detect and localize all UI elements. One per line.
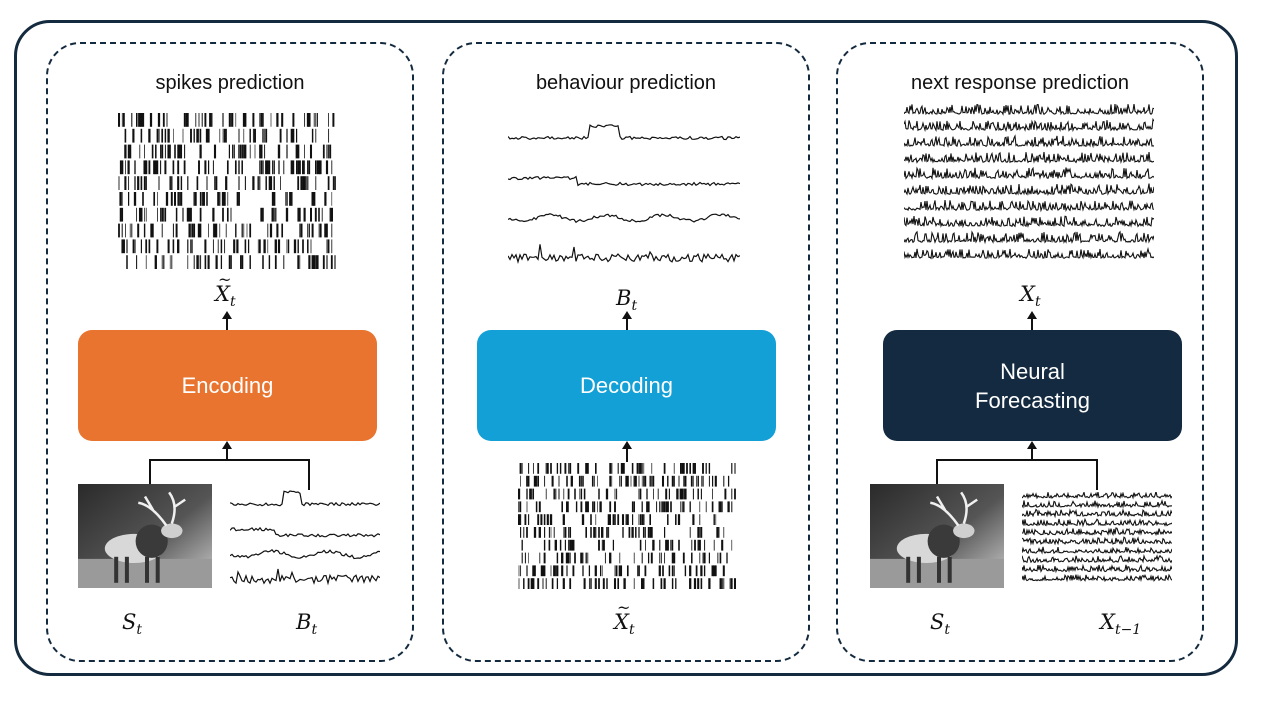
model-label-line-1: Neural xyxy=(1000,358,1065,384)
neural-response-traces-output xyxy=(904,104,1154,260)
connector xyxy=(936,459,1098,461)
panel-spikes-prediction: spikes prediction xyxy=(46,42,414,662)
arrow-up xyxy=(222,311,232,330)
model-label: Encoding xyxy=(181,373,274,398)
connector xyxy=(936,459,938,484)
arrow-up xyxy=(622,441,632,462)
arrow-up xyxy=(222,441,232,460)
neural-forecasting-model-box: Neural Forecasting xyxy=(883,330,1182,441)
connector xyxy=(308,459,310,490)
behaviour-traces-output xyxy=(508,124,740,264)
input-variable-spikes: Xt xyxy=(614,598,635,638)
connector xyxy=(1096,459,1098,490)
spike-raster-output xyxy=(118,113,336,269)
arrow-up xyxy=(1027,441,1037,460)
input-variable-stimulus: St xyxy=(122,610,143,638)
elk-photo xyxy=(78,484,212,588)
arrow-up xyxy=(1027,311,1037,330)
panel-title: next response prediction xyxy=(911,72,1129,94)
output-variable: Xt xyxy=(215,270,236,310)
panel-title: behaviour prediction xyxy=(535,72,717,94)
input-variable-behaviour: Bt xyxy=(296,610,318,638)
elk-photo xyxy=(870,484,1004,588)
panel-behaviour-prediction: behaviour prediction xyxy=(442,42,810,662)
input-variable-previous-response: Xt−1 xyxy=(1100,610,1142,638)
connector xyxy=(149,459,151,484)
spike-raster-input xyxy=(518,463,736,589)
model-label: Decoding xyxy=(580,373,673,398)
behaviour-traces-input xyxy=(230,490,380,586)
output-variable: Bt xyxy=(616,286,638,314)
neural-response-traces-input xyxy=(1022,492,1172,583)
diagram-frame xyxy=(14,20,1238,676)
encoding-model-box: Encoding xyxy=(78,330,377,441)
panel-next-response-prediction: next response prediction xyxy=(836,42,1204,662)
output-variable: Xt xyxy=(1020,282,1041,310)
input-variable-stimulus: St xyxy=(930,610,951,638)
panel-title: spikes prediction xyxy=(155,72,305,94)
connector xyxy=(149,459,310,461)
model-label-line-2: Forecasting xyxy=(975,387,1090,413)
decoding-model-box: Decoding xyxy=(477,330,776,441)
arrow-up xyxy=(622,311,632,330)
